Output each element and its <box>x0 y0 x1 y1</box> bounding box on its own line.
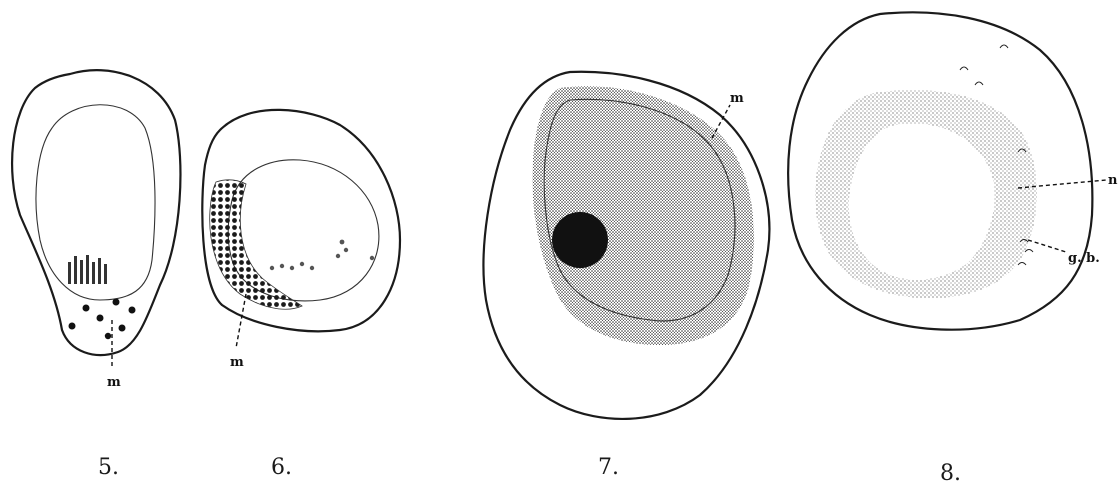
cell-7-membrane-layer <box>532 86 754 345</box>
label-m-6: m <box>230 355 244 370</box>
cell-figure-6: m 6. <box>202 110 400 480</box>
cell-5-chromatin <box>68 255 107 284</box>
label-m-5: m <box>107 375 121 390</box>
cell-6-chromatin <box>270 240 374 271</box>
cell-5-vacuole <box>36 105 155 300</box>
cell-8-vacuole <box>849 123 995 279</box>
cell-5-granules <box>69 299 136 340</box>
figure-number-7: 7. <box>598 455 619 480</box>
cell-figure-8: n g. b. 8. <box>788 12 1118 486</box>
figure-number-6: 6. <box>271 455 292 480</box>
leader-line-6 <box>236 294 246 348</box>
figure-number-5: 5. <box>98 455 119 480</box>
cell-figure-5: m 5. <box>12 70 180 480</box>
label-gb-8: g. b. <box>1068 251 1100 266</box>
label-n-8: n <box>1108 173 1118 188</box>
label-m-7: m <box>730 91 744 106</box>
leader-line-gb <box>1028 240 1066 252</box>
cell-6-dense-region <box>210 180 302 309</box>
figure-number-8: 8. <box>940 461 961 486</box>
cell-figure-7: m 7. <box>483 72 769 480</box>
